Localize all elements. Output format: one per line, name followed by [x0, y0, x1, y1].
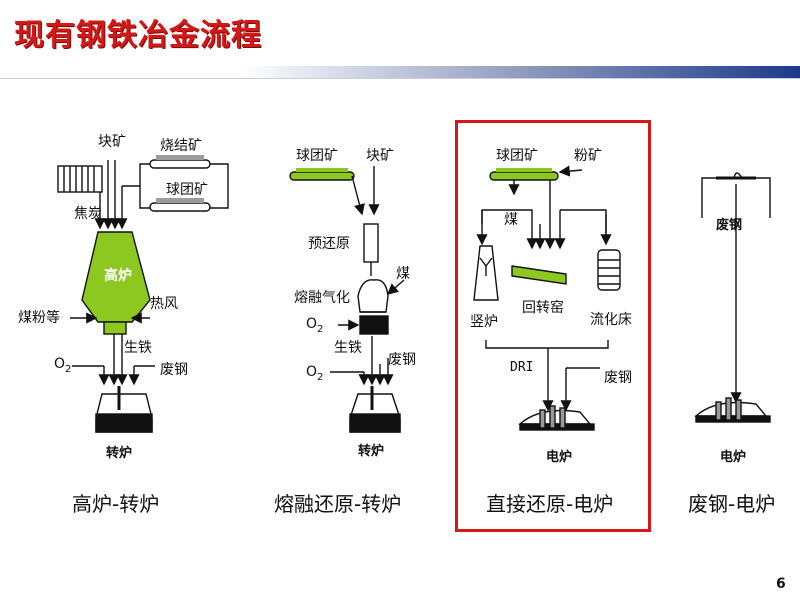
caption-route-bf-bof: 高炉-转炉 [72, 492, 160, 516]
converter-icon [95, 386, 153, 433]
shaft-furnace-icon [473, 245, 499, 301]
label-shaft-furnace: 竖炉 [470, 314, 498, 330]
label-coke: 焦炭 [74, 206, 102, 222]
pellet-conveyor-icon [289, 168, 355, 181]
electric-arc-furnace-icon [518, 405, 595, 431]
label-rotary-kiln: 回转窑 [522, 300, 564, 316]
label-scrap: 废钢 [716, 218, 743, 233]
label-oxygen: O2 [306, 364, 324, 383]
label-melter-gasifier: 熔融气化 [294, 290, 350, 306]
rotary-kiln-icon [511, 265, 567, 285]
prereduction-shaft-icon [363, 223, 379, 263]
page-title: 现有钢铁冶金流程 [14, 18, 262, 53]
label-coal: 煤 [504, 212, 518, 228]
coke-battery-icon [57, 165, 103, 193]
page-number: 6 [776, 576, 786, 592]
label-pig-iron: 生铁 [334, 340, 362, 356]
label-scrap: 废钢 [388, 352, 416, 368]
label-coal-powder: 煤粉等 [18, 310, 60, 326]
label-oxygen: O2 [54, 356, 72, 375]
label-lump-ore: 块矿 [98, 134, 126, 150]
label-scrap: 废钢 [160, 362, 188, 378]
label-scrap: 废钢 [604, 370, 632, 386]
melter-gasifier-icon [357, 279, 389, 335]
pellet-conveyor-icon [149, 198, 211, 212]
label-hot-blast: 热风 [150, 296, 178, 312]
label-lump-ore: 块矿 [366, 148, 394, 164]
header-bar [0, 66, 800, 78]
caption-route-smelting-reduction: 熔融还原-转炉 [274, 492, 402, 516]
label-eaf: 电炉 [720, 450, 747, 465]
label-pellet: 球团矿 [496, 148, 538, 164]
electric-arc-furnace-icon [694, 397, 771, 423]
label-converter: 转炉 [106, 446, 133, 461]
scrap-bucket-icon [701, 172, 771, 218]
label-pellet: 球团矿 [296, 148, 338, 164]
pellet-conveyor-icon [489, 168, 559, 181]
label-fines: 粉矿 [574, 148, 602, 164]
label-coal: 煤 [396, 266, 410, 282]
label-oxygen: O2 [306, 316, 324, 335]
label-converter: 转炉 [358, 444, 385, 459]
caption-route-scrap-eaf: 废钢-电炉 [688, 492, 776, 516]
label-pellet: 球团矿 [166, 182, 208, 198]
label-dri: DRI [510, 360, 534, 375]
label-prereduction: 预还原 [308, 236, 350, 252]
label-sinter: 烧结矿 [160, 138, 202, 154]
converter-icon [349, 386, 401, 433]
header-divider [0, 78, 800, 79]
sinter-conveyor-icon [149, 155, 211, 169]
caption-route-direct-reduction: 直接还原-电炉 [486, 492, 614, 516]
label-pig-iron: 生铁 [124, 340, 152, 356]
highlight-box-direct-reduction [455, 120, 651, 532]
label-fluidized-bed: 流化床 [590, 312, 632, 328]
label-blast-furnace: 高炉 [104, 268, 132, 284]
label-eaf: 电炉 [546, 450, 573, 465]
fluidized-bed-icon [597, 249, 621, 291]
